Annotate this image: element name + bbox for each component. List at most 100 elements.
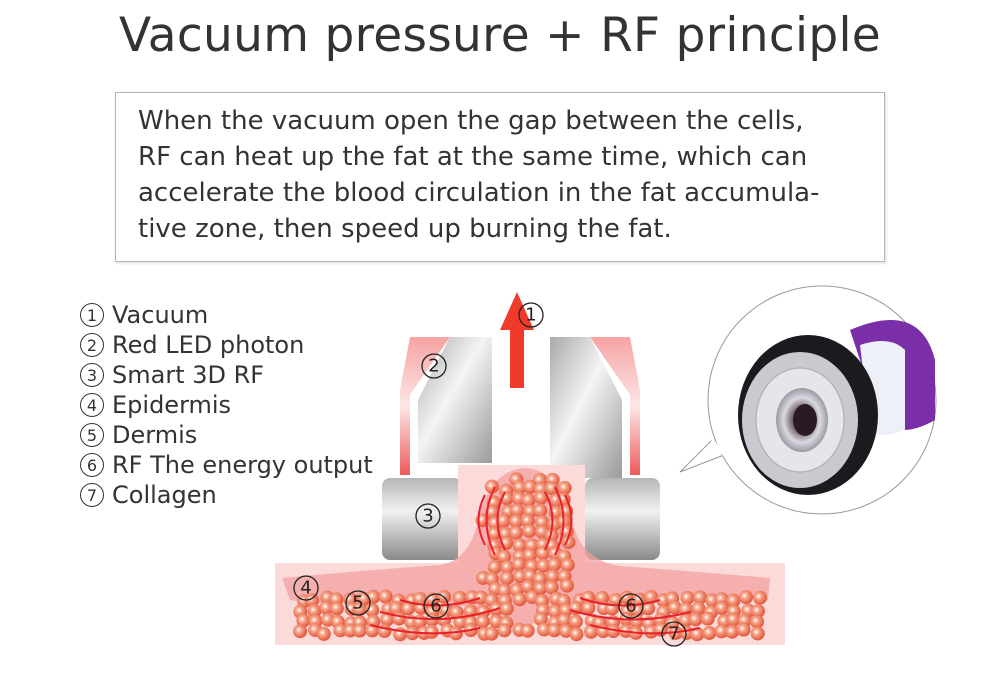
fat-cell xyxy=(544,580,559,595)
fat-cell xyxy=(509,514,524,529)
fat-cell xyxy=(569,627,584,642)
fat-cell xyxy=(437,612,452,627)
legend-label: RF The energy output xyxy=(112,451,373,479)
fat-cell xyxy=(536,558,551,573)
fat-cell xyxy=(365,603,380,618)
rf-electrode-right xyxy=(585,478,660,560)
fat-cell xyxy=(606,624,621,639)
fat-cell xyxy=(560,557,575,572)
fat-cell xyxy=(537,622,552,637)
vacuum-arrow xyxy=(500,292,534,388)
probe-led-right xyxy=(590,337,640,475)
fat-cell xyxy=(319,600,334,615)
fat-cell xyxy=(726,593,741,608)
fat-cell xyxy=(508,525,523,540)
marker-led: 2 xyxy=(421,353,447,379)
marker-label: 6 xyxy=(625,596,636,617)
fat-cell xyxy=(559,578,574,593)
description-line: When the vacuum open the gap between the… xyxy=(138,106,804,136)
fat-cells xyxy=(293,472,767,642)
marker-label: 5 xyxy=(352,593,363,614)
fat-cell xyxy=(693,590,708,605)
fat-cell xyxy=(522,479,537,494)
fat-cell xyxy=(641,601,656,616)
fat-cell xyxy=(521,493,536,508)
page-title: Vacuum pressure + RF principle xyxy=(118,8,882,63)
fat-cell xyxy=(739,590,754,605)
fat-cell xyxy=(568,614,583,629)
fat-cell xyxy=(484,626,499,641)
fat-cell xyxy=(378,589,393,604)
fat-cell xyxy=(547,557,562,572)
fat-cell xyxy=(522,548,537,563)
description-box: When the vacuum open the gap between the… xyxy=(115,92,885,262)
legend-number: 1 xyxy=(80,303,104,327)
legend-number: 7 xyxy=(80,483,104,507)
fat-cell xyxy=(690,627,705,642)
marker-label: 3 xyxy=(422,506,433,527)
fat-cell xyxy=(392,611,407,626)
legend-number: 2 xyxy=(80,333,104,357)
fat-cell xyxy=(512,480,527,495)
fat-cell xyxy=(714,624,729,639)
fat-cell xyxy=(448,626,463,641)
fat-cell xyxy=(511,557,526,572)
fat-cell xyxy=(304,593,319,608)
fat-cell xyxy=(535,545,550,560)
fat-cell xyxy=(485,505,500,520)
fat-cell xyxy=(750,626,765,641)
fat-cell xyxy=(544,481,559,496)
legend-label: Epidermis xyxy=(112,391,232,419)
marker-collagen: 7 xyxy=(661,621,687,647)
fat-cell xyxy=(688,612,703,627)
fat-cell xyxy=(545,569,560,584)
marker-rf: 3 xyxy=(415,503,441,529)
fat-cell xyxy=(424,624,439,639)
fat-cell xyxy=(714,601,729,616)
fat-cell xyxy=(500,560,515,575)
legend-number: 3 xyxy=(80,363,104,387)
fat-cell xyxy=(484,479,499,494)
fat-cell xyxy=(333,623,348,638)
fat-cell xyxy=(377,623,392,638)
legend-label: Dermis xyxy=(112,421,198,449)
fat-cell xyxy=(293,624,308,639)
marker-dermis: 5 xyxy=(345,590,371,616)
fat-cell xyxy=(476,604,491,619)
fat-cell xyxy=(473,590,488,605)
fat-cell xyxy=(691,601,706,616)
probe-head-image xyxy=(738,320,935,495)
marker-label: 7 xyxy=(668,624,679,645)
fat-cell xyxy=(513,569,528,584)
fat-cell xyxy=(702,625,717,640)
probe-body-right xyxy=(550,337,622,478)
fat-cell xyxy=(736,622,751,637)
fat-cell xyxy=(534,490,549,505)
fat-cell xyxy=(595,590,610,605)
probe-body-left xyxy=(418,337,492,463)
fat-cell xyxy=(750,604,765,619)
fat-cell xyxy=(307,604,322,619)
fat-cell xyxy=(533,581,548,596)
fat-cell xyxy=(520,623,535,638)
fat-cell xyxy=(497,583,512,598)
probe-callout xyxy=(679,285,937,515)
fat-cell xyxy=(512,592,527,607)
fat-cell xyxy=(725,624,740,639)
marker-label: 2 xyxy=(428,356,439,377)
marker-energy-left: 6 xyxy=(423,593,449,619)
fat-cell xyxy=(499,571,514,586)
fat-cell xyxy=(547,623,562,638)
fat-cell xyxy=(487,560,502,575)
fat-cell xyxy=(510,503,525,518)
fat-cell xyxy=(726,612,741,627)
fat-cell xyxy=(329,601,344,616)
fat-cell xyxy=(584,624,599,639)
